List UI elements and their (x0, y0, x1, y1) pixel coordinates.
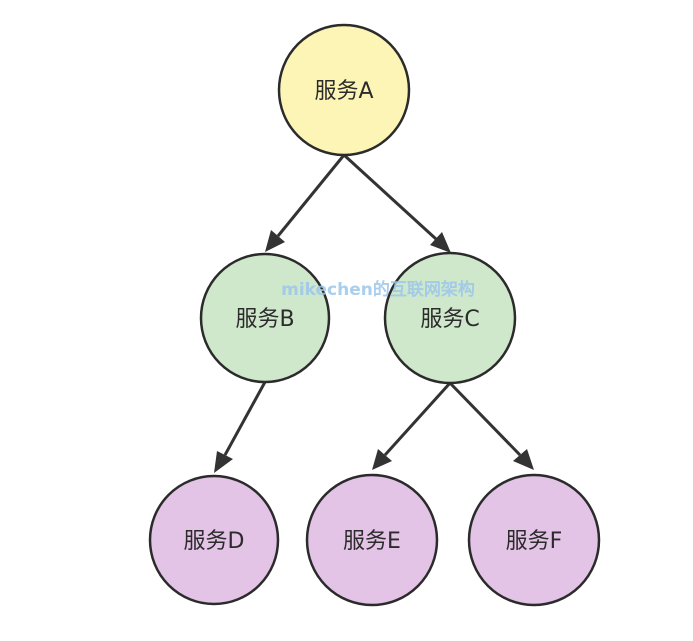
node-d-circle (148, 474, 280, 606)
arrow-head-icon (430, 232, 451, 253)
node-service-e: 服务E (305, 473, 439, 607)
edge-c-to-e (372, 381, 452, 470)
edge-a-b-line (276, 154, 346, 237)
arrow-head-icon (372, 449, 392, 470)
edge-b-to-d (214, 381, 267, 473)
node-b-circle (199, 252, 331, 384)
edge-a-to-b (265, 154, 346, 252)
edges (214, 153, 534, 473)
edge-c-f-line (448, 381, 522, 457)
node-service-d: 服务D (148, 474, 280, 606)
arrow-head-icon (265, 230, 285, 252)
edge-c-e-line (383, 381, 452, 457)
node-service-c: 服务C (383, 251, 517, 385)
arrow-head-icon (214, 451, 233, 473)
node-service-b: 服务B (199, 252, 331, 384)
node-b-label: 服务B (235, 307, 294, 332)
node-service-a: 服务A (277, 23, 411, 157)
edge-a-c-line (342, 153, 438, 241)
watermark-text: mikechen的互联网架构 (281, 279, 475, 300)
node-f-label: 服务F (506, 529, 563, 554)
node-d-label: 服务D (184, 529, 245, 554)
node-e-circle (305, 473, 439, 607)
edge-b-d-line (223, 381, 267, 456)
node-a-label: 服务A (314, 79, 373, 104)
edge-c-to-f (448, 381, 534, 470)
node-f-circle (467, 473, 601, 607)
node-service-f: 服务F (467, 473, 601, 607)
node-a-circle (277, 23, 411, 157)
node-c-label: 服务C (420, 307, 479, 332)
edge-a-to-c (342, 153, 451, 253)
node-e-label: 服务E (343, 529, 401, 554)
node-c-circle (383, 251, 517, 385)
arrow-head-icon (513, 449, 534, 470)
